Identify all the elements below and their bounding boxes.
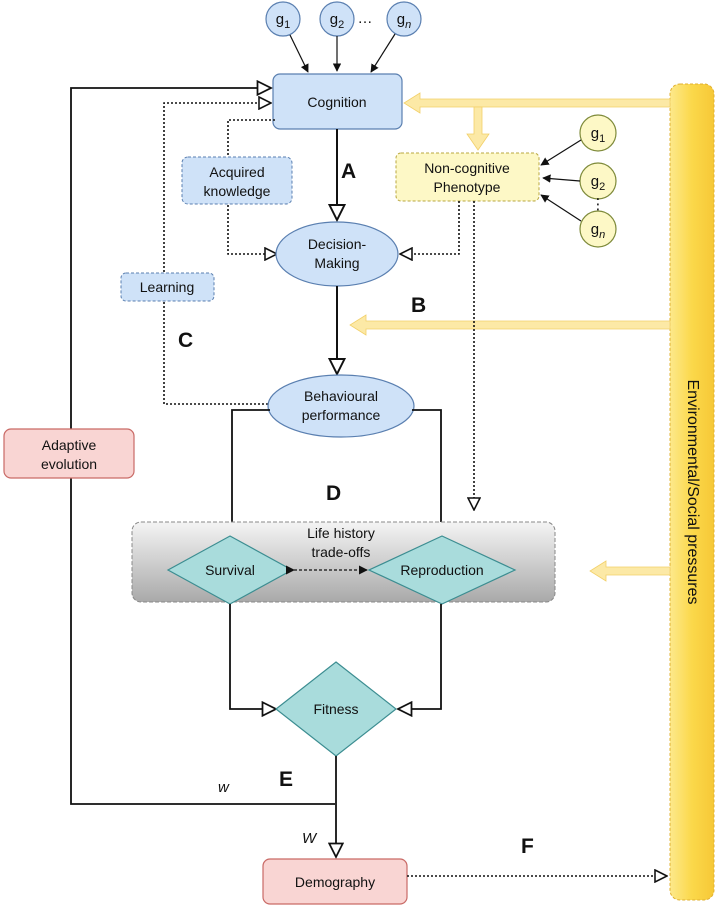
- behaviour-outputs: [232, 409, 441, 537]
- top-ellipsis: …: [358, 10, 373, 27]
- section-label-e: E: [279, 768, 293, 791]
- svg-text:knowledge: knowledge: [204, 183, 271, 199]
- env-arrow-behaviour: [349, 314, 671, 336]
- w-lower-label: w: [218, 779, 230, 796]
- env-arrow-noncognitive: [466, 106, 490, 151]
- gene-right-n: [579, 210, 617, 248]
- svg-text:trade-offs: trade-offs: [312, 544, 371, 560]
- gene-top-1: [265, 1, 301, 37]
- cognition-node: Cognition: [272, 73, 403, 130]
- svg-text:Life history: Life history: [307, 525, 375, 541]
- section-label-d: D: [326, 482, 341, 505]
- svg-text:gn: gn: [591, 221, 605, 241]
- reproduction-node: Reproduction: [367, 535, 517, 605]
- gene-right-1: [579, 114, 617, 152]
- fitness-inputs: [229, 604, 442, 709]
- svg-text:g1: g1: [591, 125, 605, 145]
- section-label-c: C: [178, 329, 193, 352]
- decision-making-node: Decision- Making: [275, 221, 399, 287]
- section-label-a: A: [341, 160, 356, 183]
- svg-text:Decision-: Decision-: [308, 236, 367, 252]
- top-genes: g1 g2 … gn: [265, 1, 422, 73]
- svg-text:evolution: evolution: [41, 456, 97, 472]
- section-label-b: B: [411, 294, 426, 317]
- learning-node: Learning: [120, 272, 215, 302]
- right-ellipsis: ⋮: [591, 196, 606, 213]
- env-arrow-cognition: [403, 92, 671, 114]
- svg-text:gn: gn: [397, 11, 411, 31]
- svg-text:Phenotype: Phenotype: [434, 179, 501, 195]
- svg-text:g2: g2: [330, 11, 344, 31]
- w-upper-label: W: [302, 830, 318, 847]
- demography-node: Demography: [262, 858, 408, 905]
- svg-text:Reproduction: Reproduction: [400, 562, 483, 578]
- gene-top-n: [386, 1, 422, 37]
- svg-text:Behavioural: Behavioural: [304, 388, 378, 404]
- environment-label: Environmental/Social pressures: [684, 380, 701, 605]
- acquired-knowledge-node: Acquired knowledge: [181, 156, 293, 205]
- svg-text:Learning: Learning: [140, 279, 195, 295]
- svg-text:Making: Making: [314, 255, 359, 271]
- section-label-f: F: [521, 835, 534, 858]
- svg-text:Demography: Demography: [295, 874, 375, 890]
- environment-bar: Environmental/Social pressures: [669, 83, 715, 901]
- noncognitive-phenotype-node: Non-cognitive Phenotype: [395, 152, 540, 202]
- survival-node: Survival: [166, 535, 294, 605]
- svg-text:Survival: Survival: [205, 562, 255, 578]
- svg-text:Fitness: Fitness: [313, 701, 358, 717]
- right-genes: g1 g2 ⋮ gn: [540, 114, 617, 248]
- cognition-label: Cognition: [307, 94, 366, 110]
- svg-text:g1: g1: [276, 11, 290, 31]
- environment-arrows: [349, 92, 671, 582]
- svg-text:Adaptive: Adaptive: [42, 437, 97, 453]
- svg-text:Acquired: Acquired: [209, 164, 264, 180]
- env-arrow-lifehistory: [589, 560, 671, 582]
- behavioural-performance-node: Behavioural performance: [267, 374, 415, 438]
- noncognitive-to-decision-arrow: [400, 201, 460, 254]
- svg-text:g2: g2: [591, 173, 605, 193]
- adaptive-evolution-node: Adaptive evolution: [3, 428, 135, 479]
- svg-text:Non-cognitive: Non-cognitive: [424, 160, 510, 176]
- svg-text:performance: performance: [302, 407, 381, 423]
- fitness-node: Fitness: [275, 661, 397, 757]
- learning-loop: [163, 103, 271, 405]
